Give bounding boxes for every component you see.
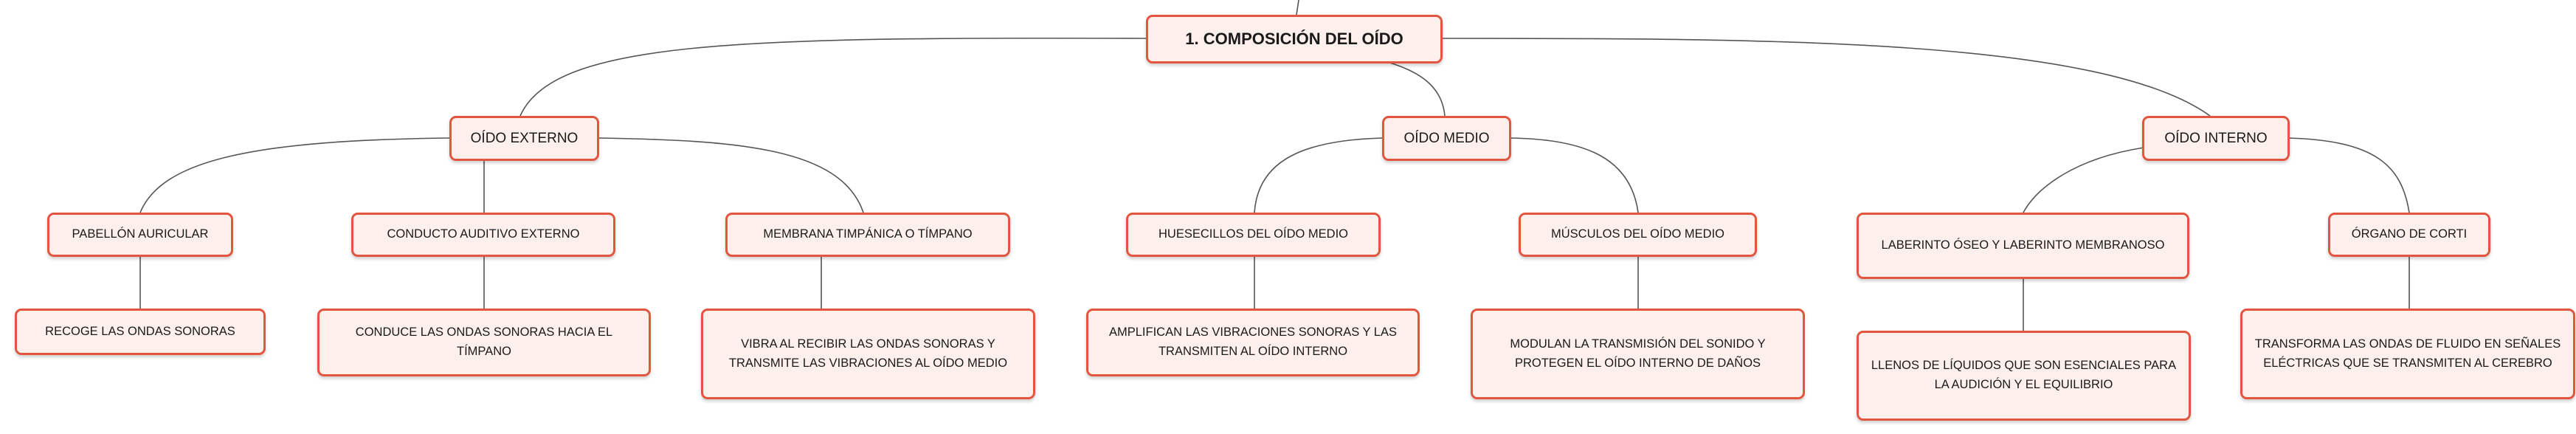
detail-laberinto-text: LLENOS DE LÍQUIDOS QUE SON ESENCIALES PA…	[1871, 359, 2177, 391]
connector-root-interno	[1442, 38, 2211, 117]
subtopic-organo-corti-label: ÓRGANO DE CORTI	[2351, 227, 2468, 241]
subtopic-pabellon-auricular-label: PABELLÓN AURICULAR	[72, 227, 209, 241]
detail-musculos-text: MODULAN LA TRANSMISIÓN DEL SONIDO Y PROT…	[1510, 337, 1766, 370]
detail-musculos[interactable]: MODULAN LA TRANSMISIÓN DEL SONIDO Y PROT…	[1471, 309, 1805, 399]
branch-oido-medio[interactable]: OÍDO MEDIO	[1382, 116, 1511, 161]
subtopic-huesecillos[interactable]: HUESECILLOS DEL OÍDO MEDIO	[1126, 213, 1381, 257]
connector-interno-organo	[2287, 137, 2410, 213]
detail-pabellon-auricular-text: RECOGE LAS ONDAS SONORAS	[45, 324, 235, 338]
subtopic-organo-corti[interactable]: ÓRGANO DE CORTI	[2328, 213, 2490, 257]
branch-oido-interno[interactable]: OÍDO INTERNO	[2142, 116, 2290, 161]
connector-parent-root	[1296, 0, 1299, 16]
subtopic-laberinto-label: LABERINTO ÓSEO Y LABERINTO MEMBRANOSO	[1881, 238, 2165, 252]
detail-organo-corti-text: TRANSFORMA LAS ONDAS DE FLUIDO EN SEÑALE…	[2254, 337, 2561, 370]
branch-oido-medio-label: OÍDO MEDIO	[1403, 130, 1490, 146]
subtopic-musculos-label: MÚSCULOS DEL OÍDO MEDIO	[1550, 227, 1724, 241]
detail-organo-corti[interactable]: TRANSFORMA LAS ONDAS DE FLUIDO EN SEÑALE…	[2240, 309, 2575, 399]
subtopic-pabellon-auricular[interactable]: PABELLÓN AURICULAR	[47, 213, 233, 257]
connector-root-medio	[1387, 61, 1446, 117]
connector-medio-musculos	[1508, 137, 1639, 213]
connector-root-externo	[519, 37, 1147, 117]
detail-laberinto[interactable]: LLENOS DE LÍQUIDOS QUE SON ESENCIALES PA…	[1857, 331, 2191, 421]
detail-conducto-auditivo[interactable]: CONDUCE LAS ONDAS SONORAS HACIA EL TÍMPA…	[317, 309, 651, 376]
subtopic-conducto-auditivo-label: CONDUCTO AUDITIVO EXTERNO	[387, 227, 580, 241]
detail-membrana-timpanica[interactable]: VIBRA AL RECIBIR LAS ONDAS SONORAS Y TRA…	[701, 309, 1035, 399]
branch-oido-externo-label: OÍDO EXTERNO	[470, 130, 579, 146]
connector-interno-laberinto	[2023, 147, 2144, 213]
subtopic-conducto-auditivo[interactable]: CONDUCTO AUDITIVO EXTERNO	[351, 213, 615, 257]
subtopic-membrana-timpanica[interactable]: MEMBRANA TIMPÁNICA O TÍMPANO	[725, 213, 1010, 257]
branch-oido-interno-label: OÍDO INTERNO	[2164, 130, 2268, 146]
subtopic-membrana-timpanica-label: MEMBRANA TIMPÁNICA O TÍMPANO	[763, 227, 973, 241]
connector-medio-huesecillos	[1254, 137, 1383, 213]
connector-externo-membrana	[597, 137, 864, 213]
subtopic-laberinto[interactable]: LABERINTO ÓSEO Y LABERINTO MEMBRANOSO	[1857, 213, 2189, 279]
detail-membrana-timpanica-text: VIBRA AL RECIBIR LAS ONDAS SONORAS Y TRA…	[728, 337, 1008, 370]
detail-pabellon-auricular[interactable]: RECOGE LAS ONDAS SONORAS	[15, 309, 266, 355]
root-topic[interactable]: 1. COMPOSICIÓN DEL OÍDO	[1146, 15, 1443, 63]
connector-externo-pabellon	[139, 137, 451, 213]
branch-oido-externo[interactable]: OÍDO EXTERNO	[449, 116, 599, 161]
detail-huesecillos[interactable]: AMPLIFICAN LAS VIBRACIONES SONORAS Y LAS…	[1086, 309, 1420, 376]
subtopic-musculos[interactable]: MÚSCULOS DEL OÍDO MEDIO	[1519, 213, 1757, 257]
detail-conducto-auditivo-text: CONDUCE LAS ONDAS SONORAS HACIA EL TÍMPA…	[355, 326, 613, 358]
subtopic-huesecillos-label: HUESECILLOS DEL OÍDO MEDIO	[1158, 227, 1349, 241]
root-topic-label: 1. COMPOSICIÓN DEL OÍDO	[1185, 29, 1403, 48]
detail-huesecillos-text: AMPLIFICAN LAS VIBRACIONES SONORAS Y LAS…	[1108, 326, 1397, 358]
